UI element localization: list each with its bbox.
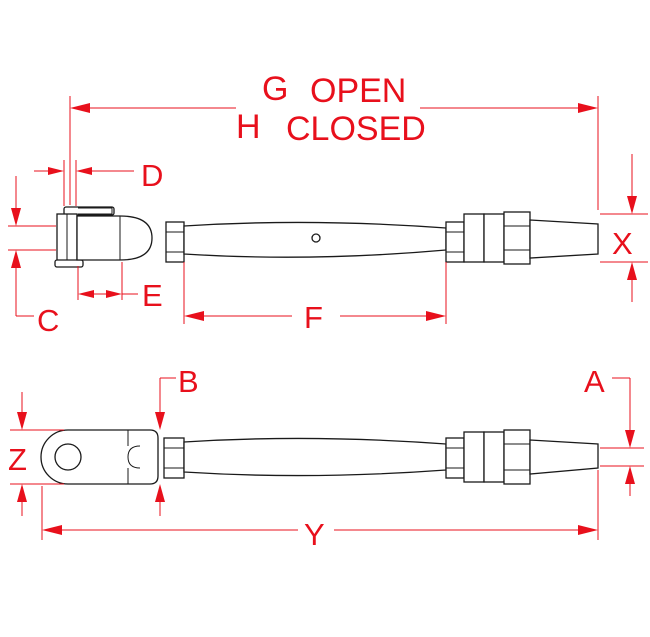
top-view-fitting [54, 206, 599, 268]
dimension-z [10, 392, 64, 516]
label-closed: CLOSED [286, 110, 426, 148]
label-b: B [178, 364, 199, 399]
label-y: Y [304, 517, 325, 552]
bottom-view-fitting [40, 429, 599, 485]
label-f: F [304, 300, 323, 335]
dimension-a [600, 377, 644, 496]
dimension-b [155, 377, 176, 516]
label-x: X [612, 226, 633, 261]
label-d: D [141, 158, 163, 193]
dimension-c [8, 176, 56, 317]
label-z: Z [8, 442, 27, 477]
dimension-g-h [69, 96, 599, 210]
label-c: C [37, 303, 59, 338]
dimension-d [34, 160, 134, 206]
label-g: G [262, 70, 288, 108]
label-open: OPEN [310, 72, 406, 110]
label-h: H [236, 108, 261, 146]
label-e: E [142, 278, 163, 313]
dimension-f [183, 262, 447, 324]
dimension-y [41, 470, 599, 540]
label-a: A [584, 364, 605, 399]
dimension-e [77, 262, 138, 300]
dimension-x [600, 154, 648, 302]
